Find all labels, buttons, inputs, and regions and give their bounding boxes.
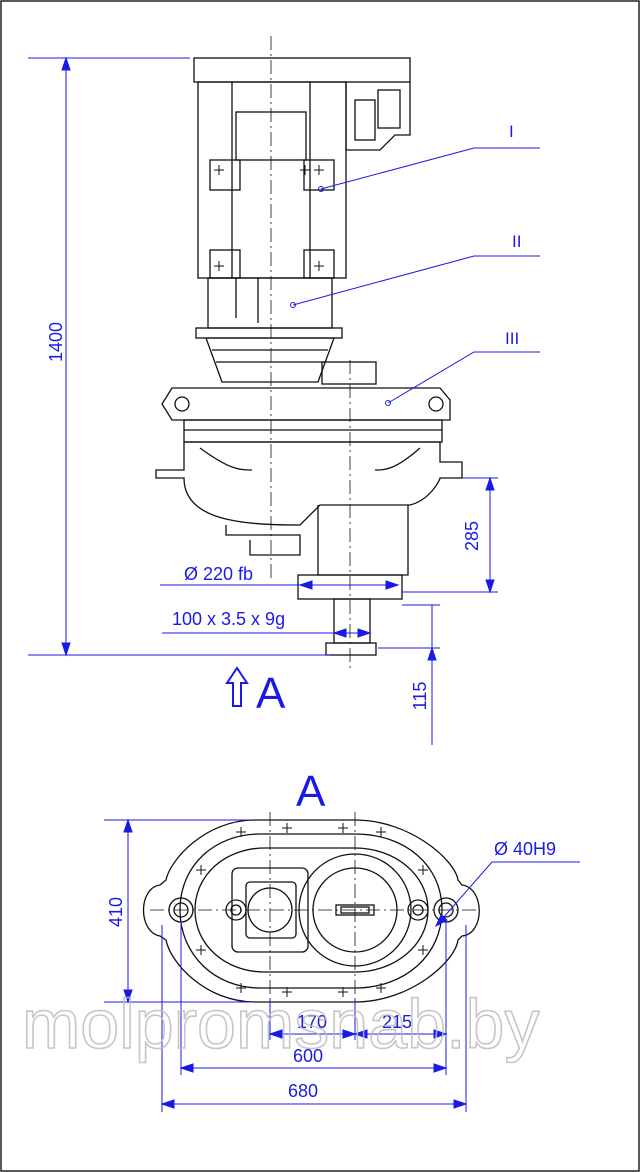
gearbox-lower-housing [155, 441, 463, 526]
view-arrow-icon [225, 666, 249, 707]
dim-170-label: 170 [297, 1012, 327, 1032]
callout-leaders [290, 147, 540, 406]
dim-215-label: 215 [382, 1012, 412, 1032]
dim-115-label: 115 [410, 682, 430, 711]
dimension-410 [104, 818, 250, 1004]
motor-top-plate [193, 57, 411, 83]
output-shaft [333, 598, 371, 644]
dimension-dia40 [434, 861, 580, 928]
motor-coupling [207, 277, 333, 329]
dimension-dia220 [160, 580, 400, 590]
output-flange-circle [298, 853, 412, 967]
dim-680-label: 680 [288, 1081, 318, 1101]
side-view [155, 36, 463, 670]
dim-dia40-label: Ø 40H9 [494, 839, 556, 859]
dimension-680 [160, 925, 468, 1112]
dim-410-label: 410 [106, 897, 126, 927]
dim-1400-label: 1400 [46, 322, 66, 362]
dimension-1400 [28, 56, 330, 657]
callout-I: I [509, 122, 514, 141]
section-title: A [296, 767, 326, 816]
dim-dia220-label: Ø 220 fb [184, 564, 253, 584]
callout-II: II [512, 232, 521, 251]
dim-600-label: 600 [293, 1046, 323, 1066]
dimension-115 [378, 604, 440, 745]
view-arrow-label: A [256, 669, 286, 718]
gearbox-upper-housing [161, 387, 451, 421]
dimension-600 [179, 920, 448, 1075]
adapter-flange [205, 337, 335, 383]
callout-III: III [505, 329, 519, 348]
housing-outline [142, 819, 480, 1003]
output-housing [317, 505, 409, 576]
dim-285-label: 285 [462, 521, 482, 551]
dimension-285 [402, 476, 498, 594]
dim-shaft-label: 100 x 3.5 x 9g [172, 609, 285, 629]
dimension-shaft [162, 628, 372, 638]
dimension-170-215 [268, 920, 448, 1040]
bottom-view [142, 812, 480, 1010]
watermark: molpromsnab.by [22, 985, 539, 1063]
